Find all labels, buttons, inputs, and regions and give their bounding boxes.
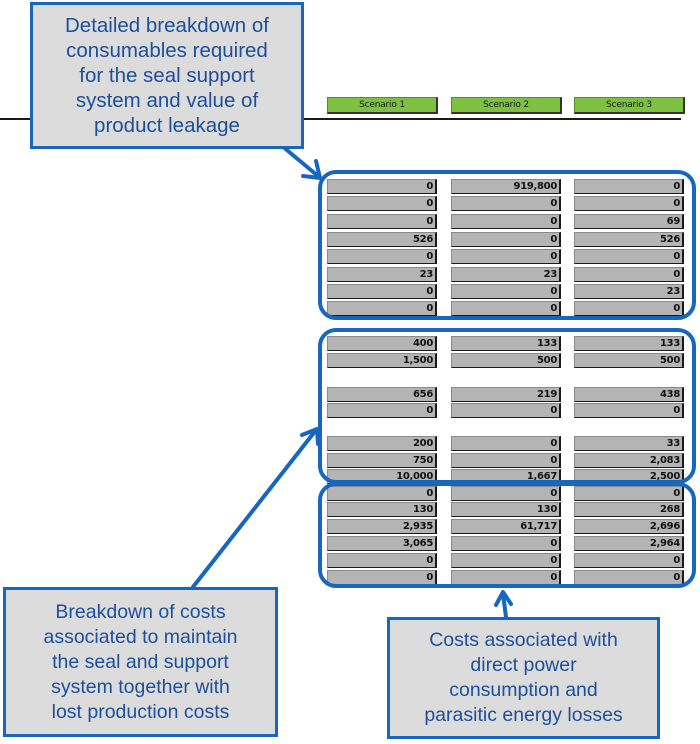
energy-cell: 130 — [451, 502, 561, 517]
maintenance-cell: 133 — [451, 336, 561, 351]
consumables-cell: 23 — [451, 267, 561, 282]
consumables-cell: 0 — [574, 249, 684, 264]
energy-cell: 0 — [574, 486, 684, 501]
consumables-cell: 23 — [574, 284, 684, 299]
consumables-cell: 0 — [327, 214, 437, 229]
maintenance-cell: 400 — [327, 336, 437, 351]
consumables-cell: 0 — [451, 249, 561, 264]
energy-arrow-head — [494, 590, 513, 607]
energy-cell: 0 — [451, 536, 561, 551]
maintenance-cell: 438 — [574, 387, 684, 402]
maintenance-cell: 133 — [574, 336, 684, 351]
maintenance-cell: 750 — [327, 453, 437, 468]
consumables-cell: 0 — [451, 196, 561, 211]
maintenance-cell: 1,500 — [327, 353, 437, 368]
energy-cell: 0 — [451, 553, 561, 568]
maintenance-callout-text: Breakdown of costs associated to maintai… — [43, 600, 238, 723]
consumables-cell: 0 — [327, 284, 437, 299]
consumables-cell: 69 — [574, 214, 684, 229]
consumables-cell: 23 — [327, 267, 437, 282]
energy-cell: 268 — [574, 502, 684, 517]
scenario-1-header: Scenario 1 — [327, 97, 438, 114]
consumables-group-outline — [318, 170, 696, 320]
scenario-2-header: Scenario 2 — [451, 97, 562, 114]
maintenance-cell: 219 — [451, 387, 561, 402]
maintenance-cell: 0 — [574, 403, 684, 418]
maintenance-arrow-line — [191, 428, 318, 589]
consumables-cell: 0 — [451, 232, 561, 247]
consumables-cell: 0 — [574, 179, 684, 194]
scenario-3-header: Scenario 3 — [574, 97, 685, 114]
energy-cell: 2,935 — [327, 519, 437, 534]
maintenance-cell: 0 — [327, 403, 437, 418]
energy-cell: 2,696 — [574, 519, 684, 534]
consumables-arrow-head — [301, 159, 322, 180]
energy-cell: 2,964 — [574, 536, 684, 551]
maintenance-cell: 500 — [451, 353, 561, 368]
consumables-cell: 0 — [451, 284, 561, 299]
maintenance-cell: 0 — [451, 453, 561, 468]
consumables-callout: Detailed breakdown of consumables requir… — [30, 2, 304, 149]
energy-cell: 0 — [451, 486, 561, 501]
consumables-cell: 919,800 — [451, 179, 561, 194]
maintenance-cell: 0 — [451, 403, 561, 418]
consumables-callout-text: Detailed breakdown of consumables requir… — [65, 14, 269, 137]
consumables-cell: 0 — [327, 301, 437, 316]
maintenance-cell: 33 — [574, 436, 684, 451]
maintenance-cell: 656 — [327, 387, 437, 402]
maintenance-cell: 0 — [451, 436, 561, 451]
energy-cell: 130 — [327, 502, 437, 517]
consumables-cell: 0 — [574, 267, 684, 282]
maintenance-cell: 500 — [574, 353, 684, 368]
consumables-cell: 0 — [451, 214, 561, 229]
energy-cell: 0 — [574, 553, 684, 568]
energy-callout: Costs associated with direct power consu… — [387, 617, 660, 739]
energy-group-outline — [318, 482, 696, 588]
consumables-cell: 0 — [574, 196, 684, 211]
maintenance-cell: 200 — [327, 436, 437, 451]
consumables-cell: 526 — [574, 232, 684, 247]
consumables-cell: 0 — [451, 301, 561, 316]
maintenance-cell: 2,083 — [574, 453, 684, 468]
consumables-cell: 0 — [327, 249, 437, 264]
maintenance-group-outline — [318, 328, 696, 484]
header-divider-line — [0, 118, 681, 120]
maintenance-arrow-head — [300, 427, 320, 446]
maintenance-callout: Breakdown of costs associated to maintai… — [3, 587, 278, 737]
energy-callout-text: Costs associated with direct power consu… — [424, 629, 623, 726]
energy-cell: 0 — [327, 553, 437, 568]
consumables-cell: 526 — [327, 232, 437, 247]
consumables-arrow-line — [280, 144, 320, 178]
energy-cell: 61,717 — [451, 519, 561, 534]
energy-arrow-line — [501, 592, 508, 619]
energy-cell: 3,065 — [327, 536, 437, 551]
consumables-cell: 0 — [327, 196, 437, 211]
